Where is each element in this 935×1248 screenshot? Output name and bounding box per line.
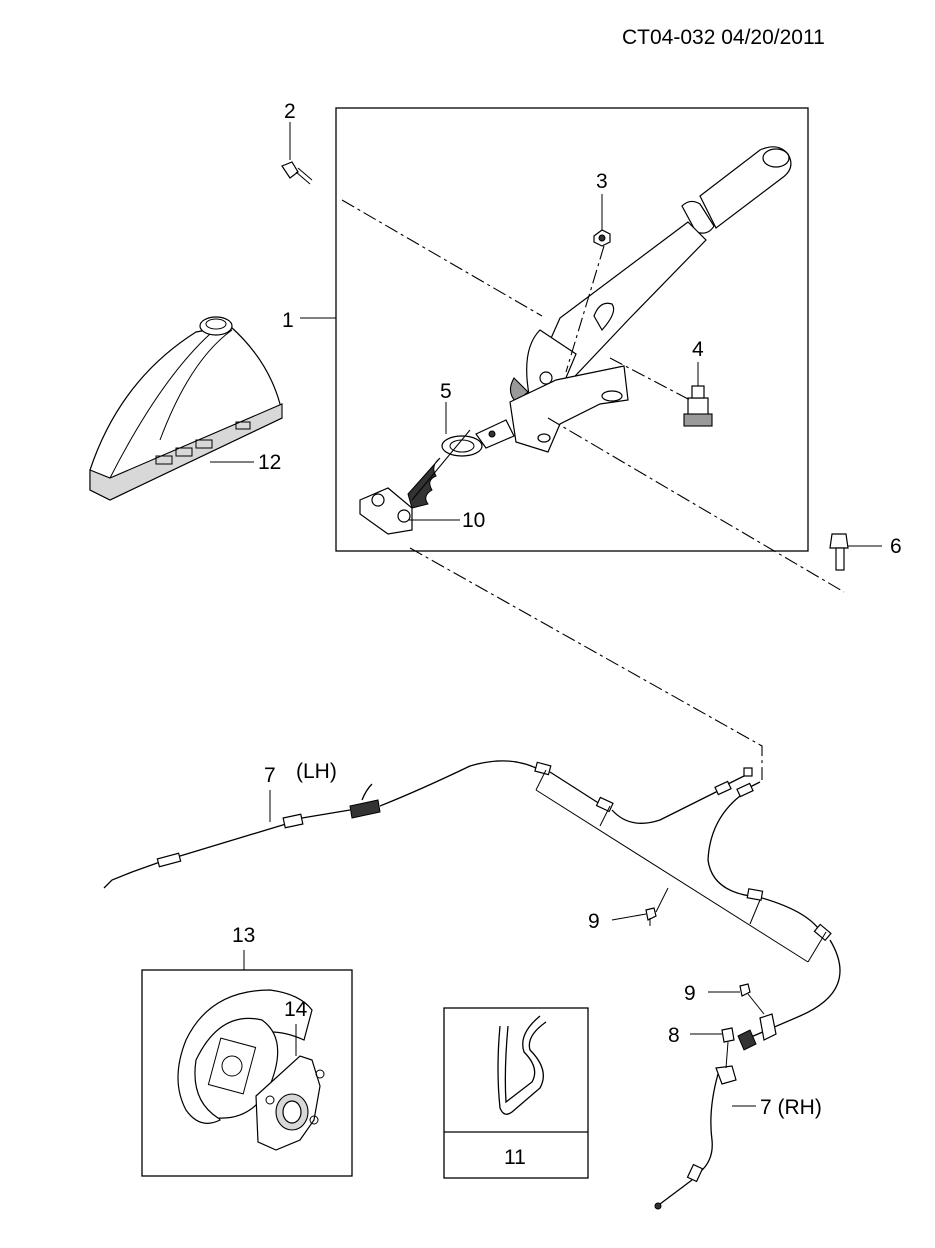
spring-clip-part-11[interactable] — [497, 1015, 547, 1115]
bolt-part-6[interactable] — [829, 533, 849, 571]
document-code: CT04-032 04/20/2011 — [622, 26, 825, 49]
label-part-7-rh: 7 (RH) — [760, 1096, 822, 1119]
clip-part-9b[interactable] — [739, 983, 765, 1015]
nut-part-3[interactable] — [593, 229, 611, 247]
bolt-part-2[interactable] — [281, 161, 313, 185]
backing-plate-part-13[interactable] — [177, 989, 313, 1124]
label-part-9b: 9 — [684, 982, 696, 1005]
equalizer-part-10[interactable] — [359, 487, 413, 535]
label-part-2: 2 — [284, 100, 296, 123]
label-part-14: 14 — [284, 998, 308, 1021]
lever-assembly-frame — [335, 107, 809, 552]
label-part-3: 3 — [596, 170, 608, 193]
label-part-5: 5 — [440, 380, 452, 403]
label-lh-side: (LH) — [296, 760, 337, 783]
label-part-1: 1 — [282, 309, 294, 332]
clip-part-8[interactable] — [721, 1027, 735, 1069]
lever-cover-part-12[interactable] — [89, 316, 283, 501]
label-part-13: 13 — [232, 924, 255, 947]
label-part-11: 11 — [504, 1146, 526, 1169]
label-part-12: 12 — [258, 451, 281, 474]
label-part-4: 4 — [692, 338, 704, 361]
label-part-8: 8 — [668, 1024, 680, 1047]
parking-brake-lever[interactable] — [475, 146, 792, 453]
label-part-7-lh: 7 — [264, 764, 276, 787]
label-part-10: 10 — [462, 509, 485, 532]
backing-plate-frame — [141, 969, 353, 1177]
cable-lh-part-7[interactable] — [103, 760, 753, 889]
cable-rh-part-7[interactable] — [654, 781, 841, 1210]
label-part-6: 6 — [890, 535, 902, 558]
switch-part-4[interactable] — [683, 385, 713, 427]
label-part-9a: 9 — [588, 910, 600, 933]
clip-part-9a[interactable] — [645, 907, 657, 926]
bracket-part-14[interactable] — [255, 1055, 325, 1151]
boot-part-5[interactable] — [407, 429, 483, 509]
spring-clip-frame — [443, 1007, 589, 1179]
